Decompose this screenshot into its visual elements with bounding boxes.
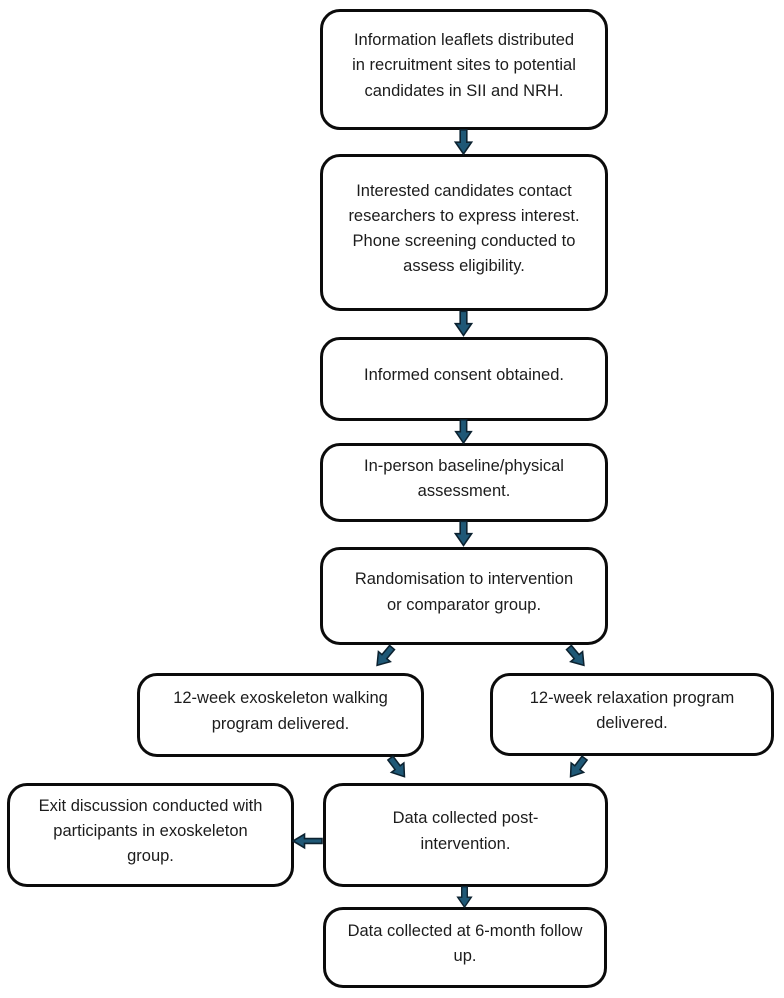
flow-box-relaxation-program: 12-week relaxation program delivered. <box>490 673 774 756</box>
flow-box-post-intervention-data: Data collected post- intervention. <box>323 783 608 887</box>
arrow-down-icon <box>453 310 474 337</box>
flow-box-text: In-person baseline/physical assessment. <box>364 456 564 500</box>
flow-box-text: Information leaflets distributed in recr… <box>352 31 576 100</box>
flow-box-informed-consent: Informed consent obtained. <box>320 337 608 421</box>
flow-box-text: Data collected at 6-month follow up. <box>347 921 583 965</box>
flow-box-baseline-assessment: In-person baseline/physical assessment. <box>320 443 608 522</box>
flow-box-exit-discussion: Exit discussion conducted with participa… <box>7 783 294 887</box>
arrow-down-right-icon <box>561 641 592 672</box>
flow-box-text: Data collected post- intervention. <box>392 809 539 853</box>
flow-box-text: 12-week relaxation program delivered. <box>529 688 735 732</box>
arrow-down-icon <box>453 520 474 547</box>
arrow-down-right-icon <box>382 752 412 783</box>
flow-box-randomisation: Randomisation to intervention or compara… <box>320 547 608 645</box>
flow-box-text: Randomisation to intervention or compara… <box>354 570 574 614</box>
arrow-down-icon <box>455 886 474 909</box>
flow-box-contact-and-screening: Interested candidates contact researcher… <box>320 154 608 311</box>
arrow-left-icon <box>291 832 323 850</box>
arrow-down-left-icon <box>562 752 592 783</box>
arrow-down-left-icon <box>369 641 400 672</box>
flow-box-exoskeleton-program: 12-week exoskeleton walking program deli… <box>137 673 424 757</box>
flow-box-text: Exit discussion conducted with participa… <box>38 796 263 866</box>
flow-box-text: 12-week exoskeleton walking program deli… <box>173 689 388 733</box>
flow-box-information-leaflets: Information leaflets distributed in recr… <box>320 9 608 130</box>
flow-box-text: Informed consent obtained. <box>364 365 564 384</box>
flow-box-text: Interested candidates contact researcher… <box>348 181 580 276</box>
flow-box-six-month-followup-data: Data collected at 6-month follow up. <box>323 907 607 988</box>
arrow-down-icon <box>453 129 474 156</box>
arrow-down-icon <box>454 419 473 445</box>
